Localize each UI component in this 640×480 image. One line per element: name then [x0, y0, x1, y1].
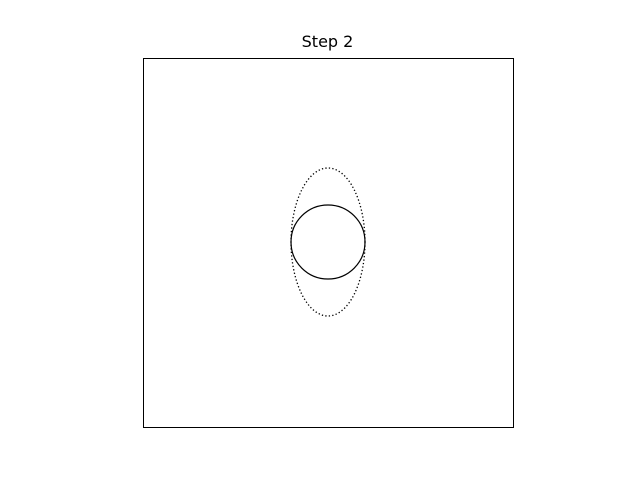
- stretched-ellipse-shape: [290, 167, 366, 317]
- figure-title: Step 2: [301, 32, 354, 51]
- circle-shape: [290, 204, 366, 280]
- axes-frame: [143, 58, 514, 428]
- shapes-layer: [290, 167, 366, 317]
